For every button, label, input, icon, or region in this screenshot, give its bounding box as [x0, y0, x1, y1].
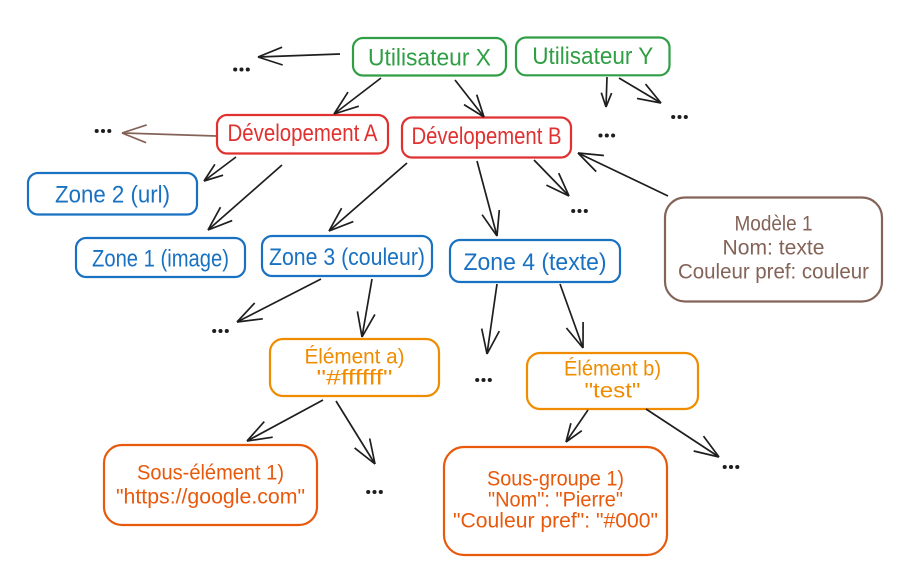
- svg-text:"https://google.com": "https://google.com": [116, 485, 305, 508]
- svg-text:Zone 3 (couleur): Zone 3 (couleur): [269, 244, 425, 271]
- svg-text:Nom: texte: Nom: texte: [723, 237, 825, 260]
- svg-text:"test": "test": [585, 379, 641, 402]
- svg-text:Zone 2 (url): Zone 2 (url): [55, 182, 170, 209]
- svg-text:Élément b): Élément b): [564, 358, 661, 381]
- svg-text:Zone 4 (texte): Zone 4 (texte): [464, 249, 607, 276]
- svg-text:Utilisateur Y: Utilisateur Y: [532, 43, 653, 70]
- svg-text:Couleur pref: couleur: Couleur pref: couleur: [678, 261, 869, 284]
- svg-text:Zone 1 (image): Zone 1 (image): [92, 246, 229, 273]
- svg-text:Modèle 1: Modèle 1: [735, 213, 813, 236]
- svg-text:"Nom": "Pierre": "Nom": "Pierre": [488, 489, 623, 512]
- svg-text:Sous-groupe 1): Sous-groupe 1): [487, 468, 624, 491]
- svg-text:"Couleur pref": "#000": "Couleur pref": "#000": [453, 510, 658, 533]
- svg-text:Élément a): Élément a): [305, 345, 405, 368]
- svg-text:Dévelopement B: Dévelopement B: [412, 123, 562, 150]
- svg-text:Utilisateur X: Utilisateur X: [368, 45, 491, 72]
- svg-text:Dévelopement A: Dévelopement A: [228, 120, 378, 147]
- svg-text:"#ffffff": "#ffffff": [317, 367, 393, 390]
- svg-text:Sous-élément 1): Sous-élément 1): [137, 462, 284, 485]
